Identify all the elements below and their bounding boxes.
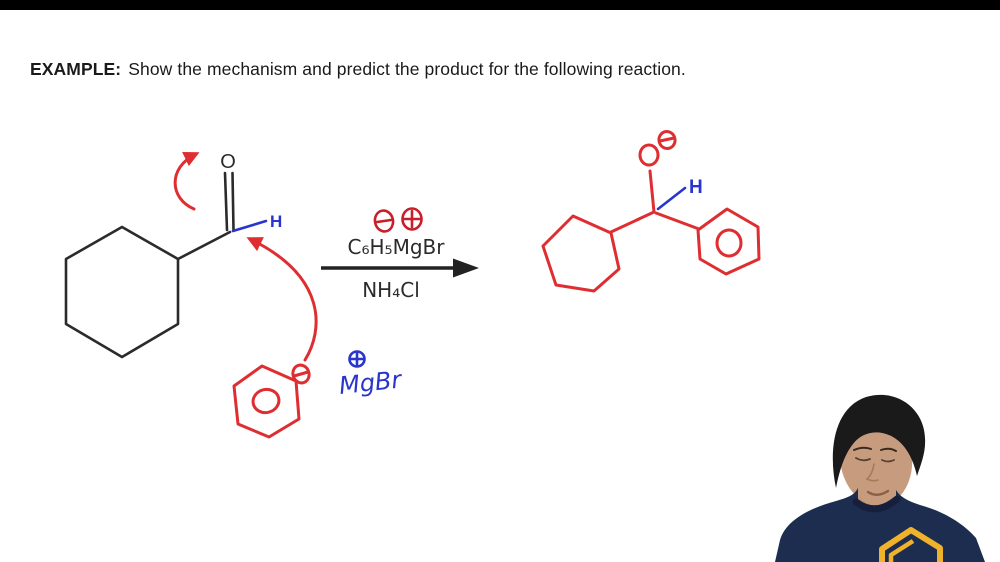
reagent-circled-minus-icon (373, 209, 395, 233)
product-h-bond (656, 186, 687, 211)
prompt-body: Show the mechanism and predict the produ… (128, 59, 686, 79)
reactant-structure: O H (64, 151, 282, 359)
prompt-label: EXAMPLE: (30, 59, 122, 79)
phenyl-anion (232, 363, 311, 439)
reaction-arrow-head (453, 258, 479, 278)
carbonyl-oxygen-label: O (220, 151, 236, 173)
shirt-logo-hexagon-icon (879, 527, 943, 562)
nucleophilic-attack-arrow-icon (246, 237, 318, 362)
prompt-text: EXAMPLE: Show the mechanism and predict t… (30, 59, 686, 80)
bond-center-to-phenyl (654, 211, 701, 231)
minus-stroke (375, 218, 393, 224)
reagent-charges (373, 207, 423, 233)
aromatic-circle-icon (251, 387, 281, 415)
minus-stroke (658, 136, 676, 143)
mgbr-label: MgBr (338, 365, 405, 400)
logo-inner-stripe (888, 539, 915, 562)
bond-cyclohexyl-to-center (609, 210, 656, 234)
counterion-circled-plus-icon (348, 350, 366, 368)
aldehyde-h-bond (231, 219, 268, 233)
reagent-above-label: C₆H₅MgBr (348, 235, 446, 259)
alkoxide-oxygen-glyph (638, 143, 660, 167)
product-structure: H (541, 130, 761, 293)
reaction-arrow (321, 258, 479, 278)
plus-stroke (402, 209, 422, 229)
reagent-circled-plus-icon (401, 207, 423, 231)
bond-center-to-oxygen (648, 169, 656, 214)
shirt-collar (852, 495, 901, 513)
carbanion-circled-minus-icon (291, 363, 311, 385)
pi-bond-curved-arrow-icon (173, 152, 200, 211)
minus-stroke (292, 370, 310, 378)
aromatic-circle-icon (715, 228, 743, 258)
presenter (775, 394, 985, 562)
presenter-nose (865, 463, 879, 482)
logo-outline (879, 527, 943, 562)
product-phenyl-ring (696, 207, 761, 276)
alkoxide-circled-minus-icon (657, 130, 677, 150)
magnesium-counterion: MgBr (338, 350, 405, 400)
plus-circle (348, 350, 366, 368)
product-h-label: H (689, 177, 703, 198)
phenyl-anion-ring (232, 364, 301, 439)
cyclohexane-ring (64, 225, 180, 359)
minus-circle (373, 209, 395, 233)
plus-stroke (349, 351, 365, 367)
top-bar (0, 0, 1000, 10)
presenter-hair (832, 394, 926, 488)
presenter-mouth (866, 489, 890, 496)
carbonyl-double-bond (223, 171, 235, 232)
presenter-eyebrows (853, 446, 897, 452)
product-cyclohexyl-ring (541, 214, 621, 293)
presenter-eyes (855, 457, 895, 463)
reagent-below-label: NH₄Cl (362, 278, 420, 302)
bond-ring-to-carbonyl (176, 230, 232, 261)
aldehyde-h-label: H (270, 212, 282, 231)
plus-circle (401, 207, 423, 231)
